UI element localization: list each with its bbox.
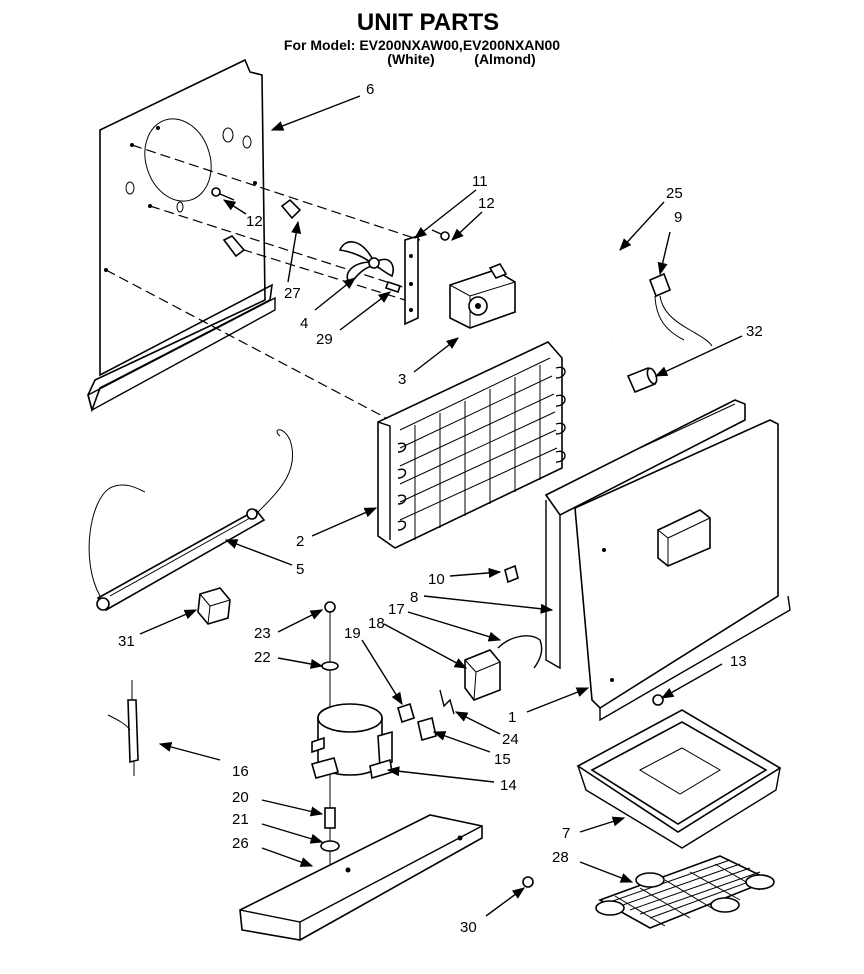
label-19: 19 [344, 625, 361, 642]
label-20: 20 [232, 789, 249, 806]
part-9-connector [648, 272, 713, 347]
label-18: 18 [368, 615, 385, 632]
part-25-tube [547, 181, 614, 341]
label-8: 8 [410, 589, 418, 606]
part-24-clip [439, 689, 455, 715]
part-32-cylinder [626, 366, 658, 394]
label-32: 32 [746, 323, 763, 340]
screw-13 [652, 694, 664, 706]
label-12-bracket: 12 [478, 195, 495, 212]
label-30: 30 [460, 919, 477, 936]
variant-white: (White) [387, 51, 434, 67]
label-28: 28 [552, 849, 569, 866]
label-15: 15 [494, 751, 511, 768]
part-6-back-panel [87, 58, 276, 413]
model-line: For Model: EV200NXAW00,EV200NXAN00 [284, 37, 560, 53]
label-24: 24 [502, 731, 519, 748]
screw-30 [522, 876, 534, 888]
label-4: 4 [300, 315, 308, 332]
part-10-clip [504, 564, 519, 584]
label-13: 13 [730, 653, 747, 670]
variant-almond: (Almond) [474, 51, 535, 67]
part-14-compressor [311, 703, 393, 780]
part-number-labels: 6 11 12 12 27 4 29 3 25 9 32 2 5 31 10 8… [118, 81, 763, 936]
part-3-fan-motor [449, 263, 516, 329]
label-5: 5 [296, 561, 304, 578]
label-21: 21 [232, 811, 249, 828]
label-23: 23 [254, 625, 271, 642]
page-title: UNIT PARTS [357, 9, 499, 36]
part-16-tube [107, 680, 139, 776]
label-6: 6 [366, 81, 374, 98]
label-16: 16 [232, 763, 249, 780]
part-11-fan-bracket [404, 234, 419, 326]
part-17-bracket [497, 635, 543, 669]
part-31-relay [197, 587, 231, 625]
label-12-panel: 12 [246, 213, 263, 230]
part-19-terminal [397, 702, 415, 724]
part-28-coil [595, 855, 775, 929]
label-22: 22 [254, 649, 271, 666]
part-2-condenser [377, 341, 566, 549]
label-9: 9 [674, 209, 682, 226]
part-1-cabinet-panel [544, 399, 791, 722]
label-7: 7 [562, 825, 570, 842]
label-26: 26 [232, 835, 249, 852]
clip-27 [222, 198, 302, 258]
label-2: 2 [296, 533, 304, 550]
label-3: 3 [398, 371, 406, 388]
label-10: 10 [428, 571, 445, 588]
leader-lines [139, 95, 743, 917]
part-18-relay [464, 649, 501, 701]
label-17: 17 [388, 601, 405, 618]
part-7-drain-pan [576, 709, 782, 849]
label-31: 31 [118, 633, 135, 650]
label-1: 1 [508, 709, 516, 726]
label-29: 29 [316, 331, 333, 348]
label-11: 11 [472, 173, 488, 190]
screw-12-bracket [431, 229, 450, 241]
part-5-heater [88, 429, 294, 612]
screw-12-panel [211, 187, 235, 201]
label-25: 25 [666, 185, 683, 202]
label-27: 27 [284, 285, 301, 302]
part-15-overload [417, 716, 437, 742]
part-4-fan-blade [338, 241, 394, 286]
label-14: 14 [500, 777, 517, 794]
part-26-base-plate [239, 814, 483, 941]
screw-29 [384, 280, 402, 294]
